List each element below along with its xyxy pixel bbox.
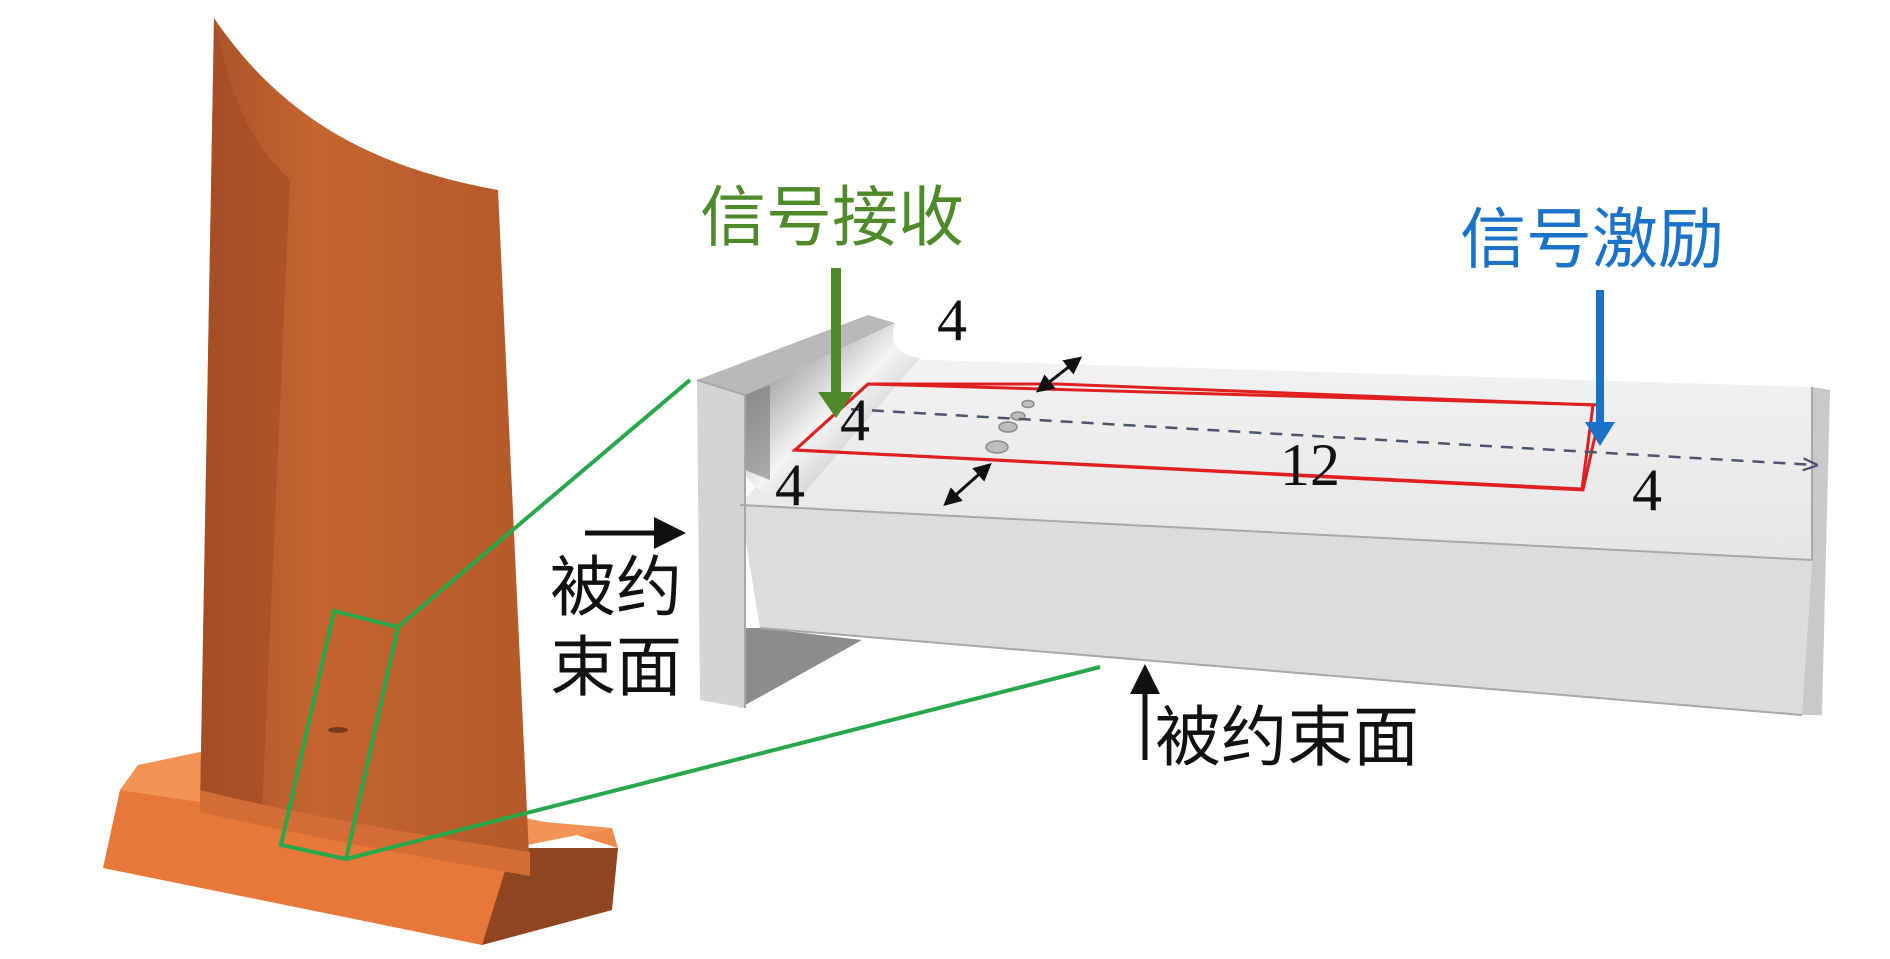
signal-path <box>829 406 1815 465</box>
specimen-edges <box>696 379 1813 716</box>
constrained-face-left-label-line1: 被约 <box>550 549 682 626</box>
dimension-arrow-bottom <box>943 463 992 506</box>
zoom-callout <box>278 378 1101 862</box>
turbine-blade <box>103 18 618 945</box>
constrained-face-left-arrow <box>585 517 686 549</box>
dimension-arrow-top <box>1035 356 1083 393</box>
blade-base-front <box>103 790 612 945</box>
signal-receive-label: 信号接收 <box>700 179 964 256</box>
specimen-end-face <box>1802 387 1830 715</box>
blade-leading-edge <box>200 18 290 810</box>
specimen-fillet-shadow <box>745 385 770 480</box>
measurement-region-outline <box>791 382 1604 492</box>
dimension-inner-offset: 4 <box>840 387 870 453</box>
dimension-length: 12 <box>1280 432 1340 498</box>
specimen-location-mark <box>328 727 348 733</box>
specimen-holes <box>985 399 1035 454</box>
specimen-front-face <box>740 505 1812 715</box>
dimension-left-offset: 4 <box>775 452 805 518</box>
specimen-underside <box>740 628 862 708</box>
constrained-face-left-label-line2: 束面 <box>550 629 682 706</box>
dimension-top-width: 4 <box>937 287 967 353</box>
signal-excite-arrow <box>1585 290 1615 446</box>
constrained-face-bottom-label: 被约束面 <box>1155 699 1419 776</box>
constrained-face-bottom-arrow <box>1130 664 1160 760</box>
dimension-right-offset: 4 <box>1632 457 1662 523</box>
specimen <box>696 315 1830 716</box>
specimen-top-face <box>740 358 1812 560</box>
zoom-line-top <box>396 378 692 629</box>
specimen-flange-top <box>697 315 895 395</box>
signal-receive-arrow <box>818 268 854 418</box>
signal-excite-label: 信号激励 <box>1460 201 1724 278</box>
blade-root-fillet <box>200 790 530 876</box>
specimen-flange-front <box>697 380 745 708</box>
zoom-line-bottom <box>345 665 1101 861</box>
